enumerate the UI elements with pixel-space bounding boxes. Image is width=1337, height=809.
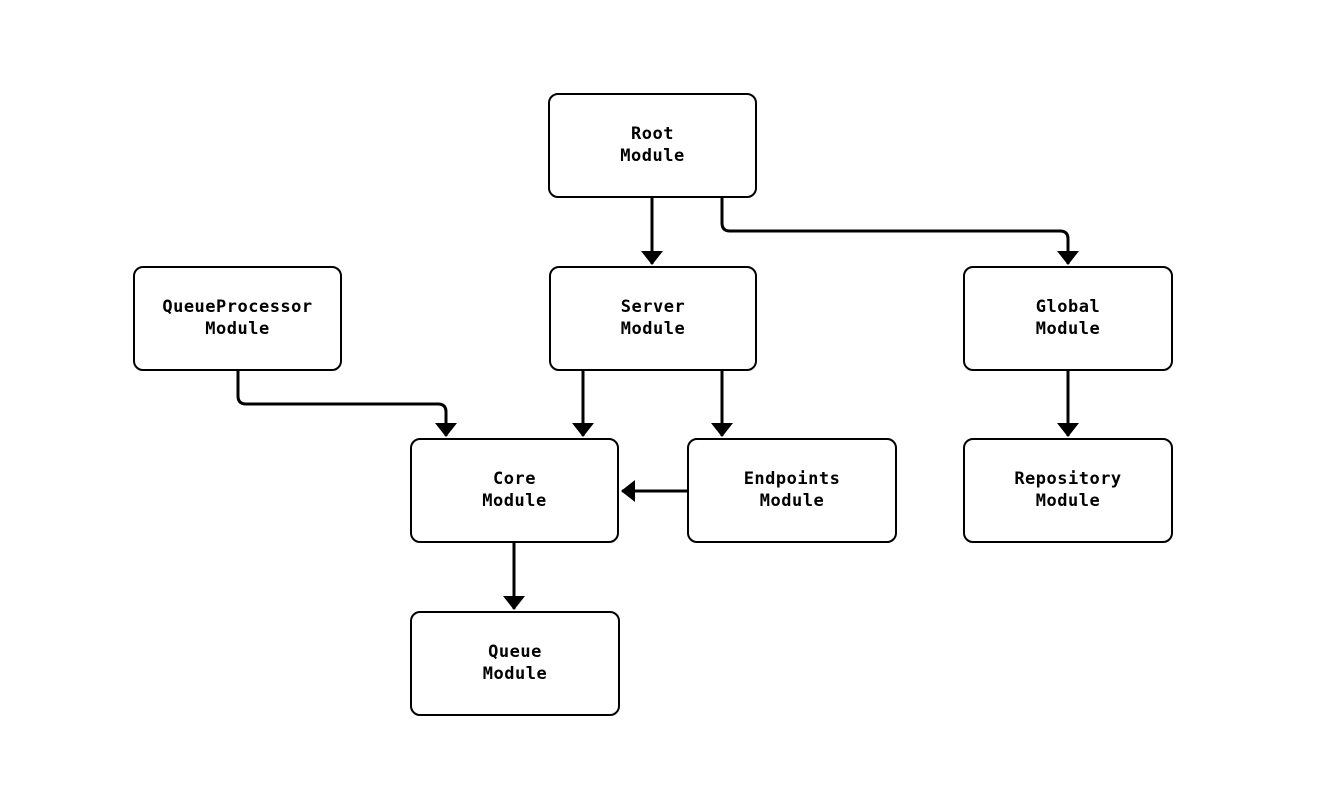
edge-root-module-to-global-module <box>720 198 1079 265</box>
node-label-line: Module <box>482 490 547 511</box>
edge-group <box>236 198 1079 610</box>
node-label-line: Server <box>620 297 686 317</box>
node-label-line: Module <box>1035 318 1101 339</box>
node-label-line: Module <box>620 145 685 166</box>
node-label-line: QueueProcessor <box>162 297 313 317</box>
node-label-line: Module <box>620 318 686 339</box>
node-label-line: Global <box>1035 297 1101 317</box>
node-label-line: Module <box>1035 490 1101 511</box>
edge-queueprocessor-module-to-core-module <box>236 371 457 437</box>
node-label-line: Queue <box>488 642 542 662</box>
node-label-line: Repository <box>1014 469 1122 489</box>
node-label-line: Module <box>759 490 825 511</box>
node-label-line: Module <box>482 663 548 684</box>
node-label-line: Module <box>205 318 270 339</box>
node-label-line: Core <box>493 469 536 489</box>
node-label-line: Endpoints <box>743 469 841 489</box>
node-label-line: Root <box>631 124 674 144</box>
